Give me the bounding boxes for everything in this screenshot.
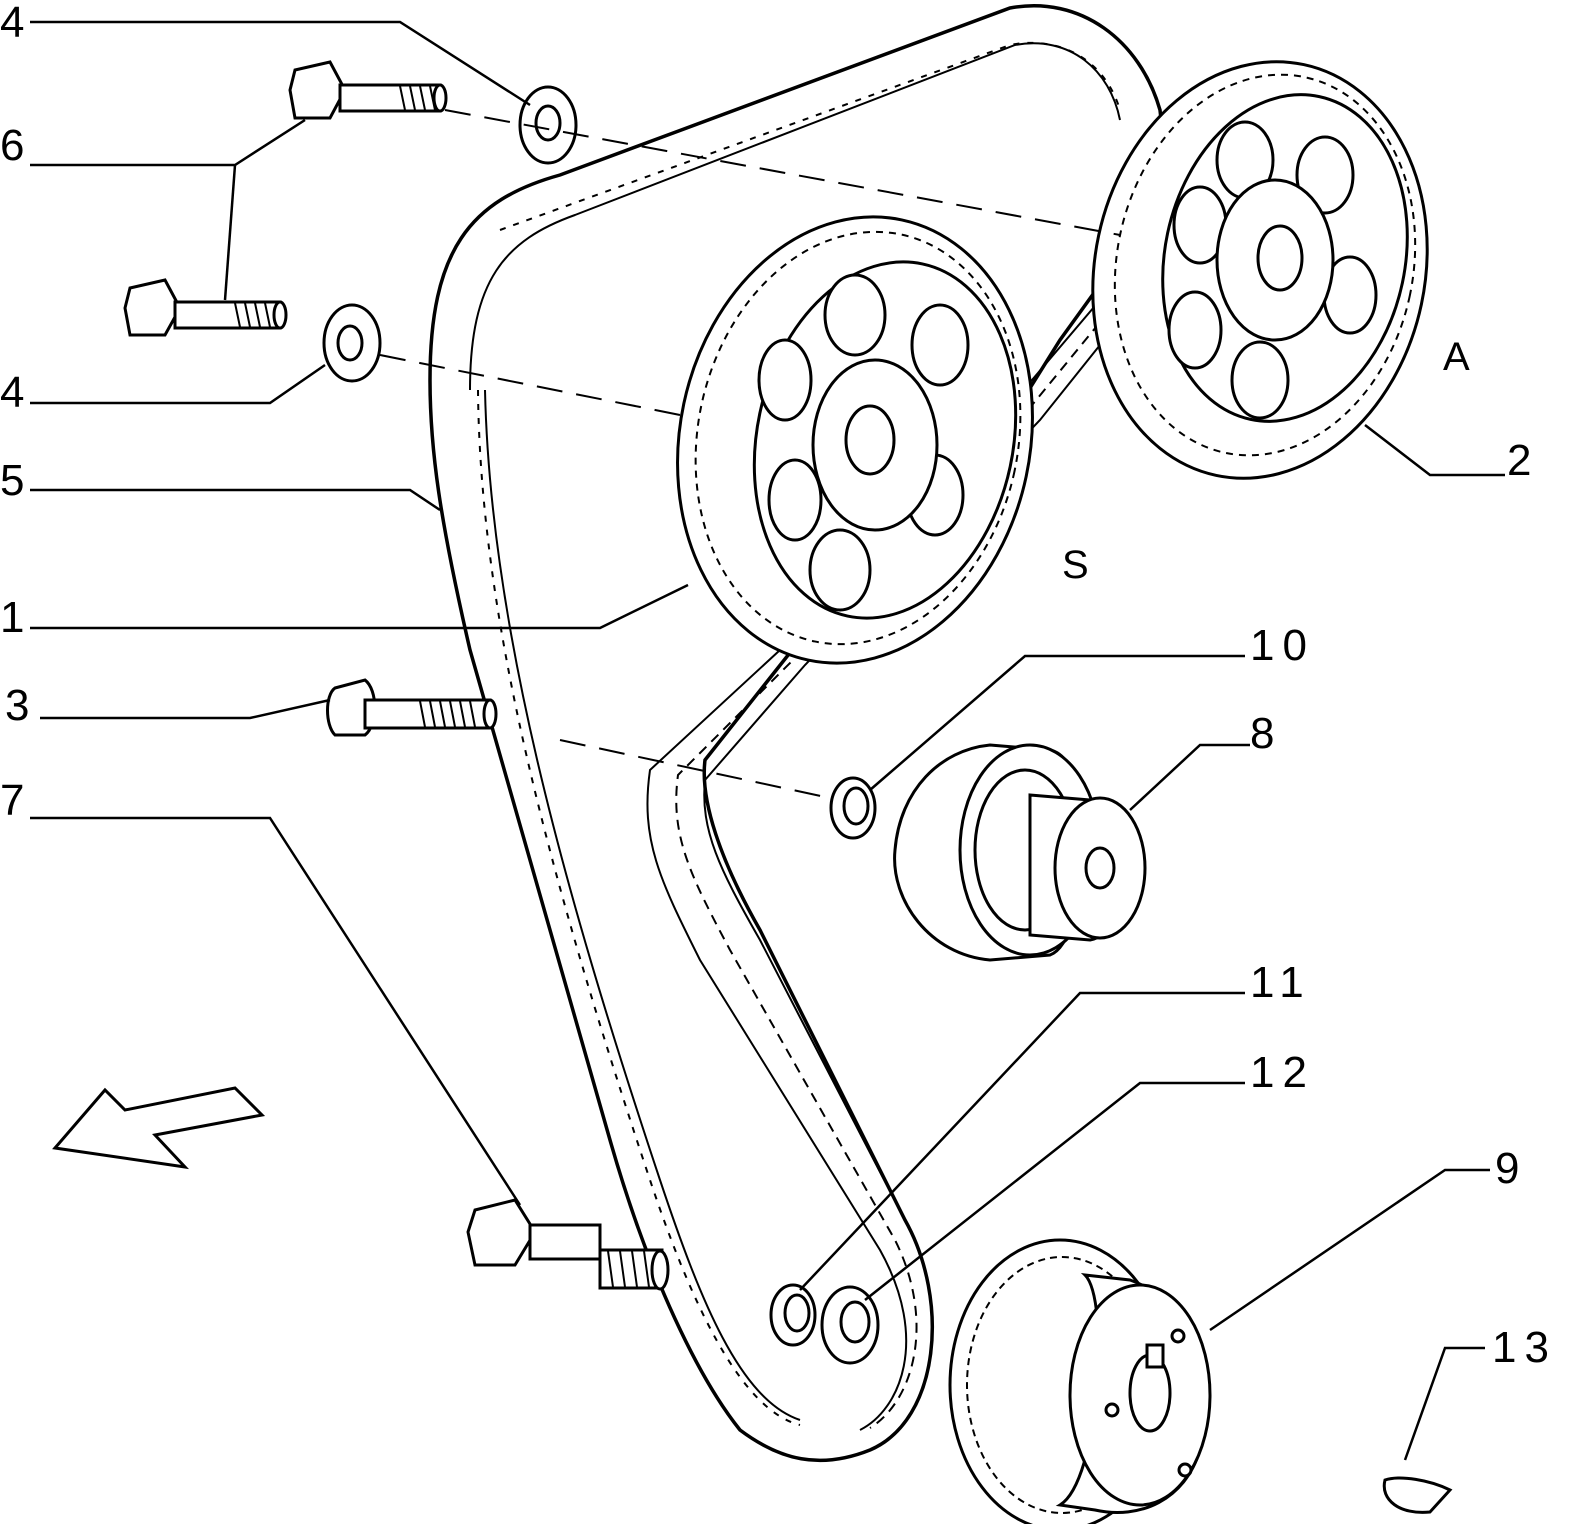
callout-4-lower: 4	[0, 368, 32, 417]
washer-11	[769, 1283, 817, 1347]
callout-11: 11	[1250, 958, 1312, 1007]
washer-10	[829, 776, 877, 840]
callout-13: 13	[1492, 1323, 1557, 1372]
callout-2: 2	[1507, 436, 1539, 485]
pulley-letter-intake: A	[1443, 335, 1470, 379]
callout-1: 1	[0, 593, 32, 642]
camshaft-pulley-intake	[1091, 60, 1429, 480]
washer-4-upper	[518, 85, 578, 165]
crankshaft-pulley	[948, 1238, 1212, 1524]
callout-6: 6	[0, 121, 32, 170]
callout-7: 7	[0, 776, 32, 825]
bolt-6-upper	[288, 60, 448, 120]
pulley-letter-exhaust: S	[1062, 543, 1089, 587]
callout-labels: 4 6 4 5 1 3 7 10 8 11 12 9 13 2 A S	[0, 0, 1557, 1372]
washer-4-lower	[322, 303, 382, 383]
callout-10: 10	[1250, 621, 1315, 670]
callout-9: 9	[1495, 1144, 1527, 1193]
callout-8: 8	[1250, 709, 1282, 758]
callout-12: 12	[1250, 1048, 1315, 1097]
timing-belt	[428, 4, 1172, 1463]
bolt-6-lower	[123, 278, 288, 337]
tensioner-pulley	[893, 743, 1147, 962]
callout-3: 3	[5, 681, 37, 730]
woodruff-key	[1382, 1476, 1453, 1514]
direction-arrow-icon	[52, 1086, 266, 1170]
bolt-7	[466, 1198, 670, 1291]
washer-12	[820, 1285, 880, 1365]
callout-4-upper: 4	[0, 0, 32, 47]
camshaft-pulley-exhaust	[676, 215, 1034, 665]
callout-5: 5	[0, 456, 32, 505]
leader-lines	[30, 20, 1505, 1461]
bolt-3	[326, 678, 498, 737]
alignment-lines	[379, 109, 1121, 799]
